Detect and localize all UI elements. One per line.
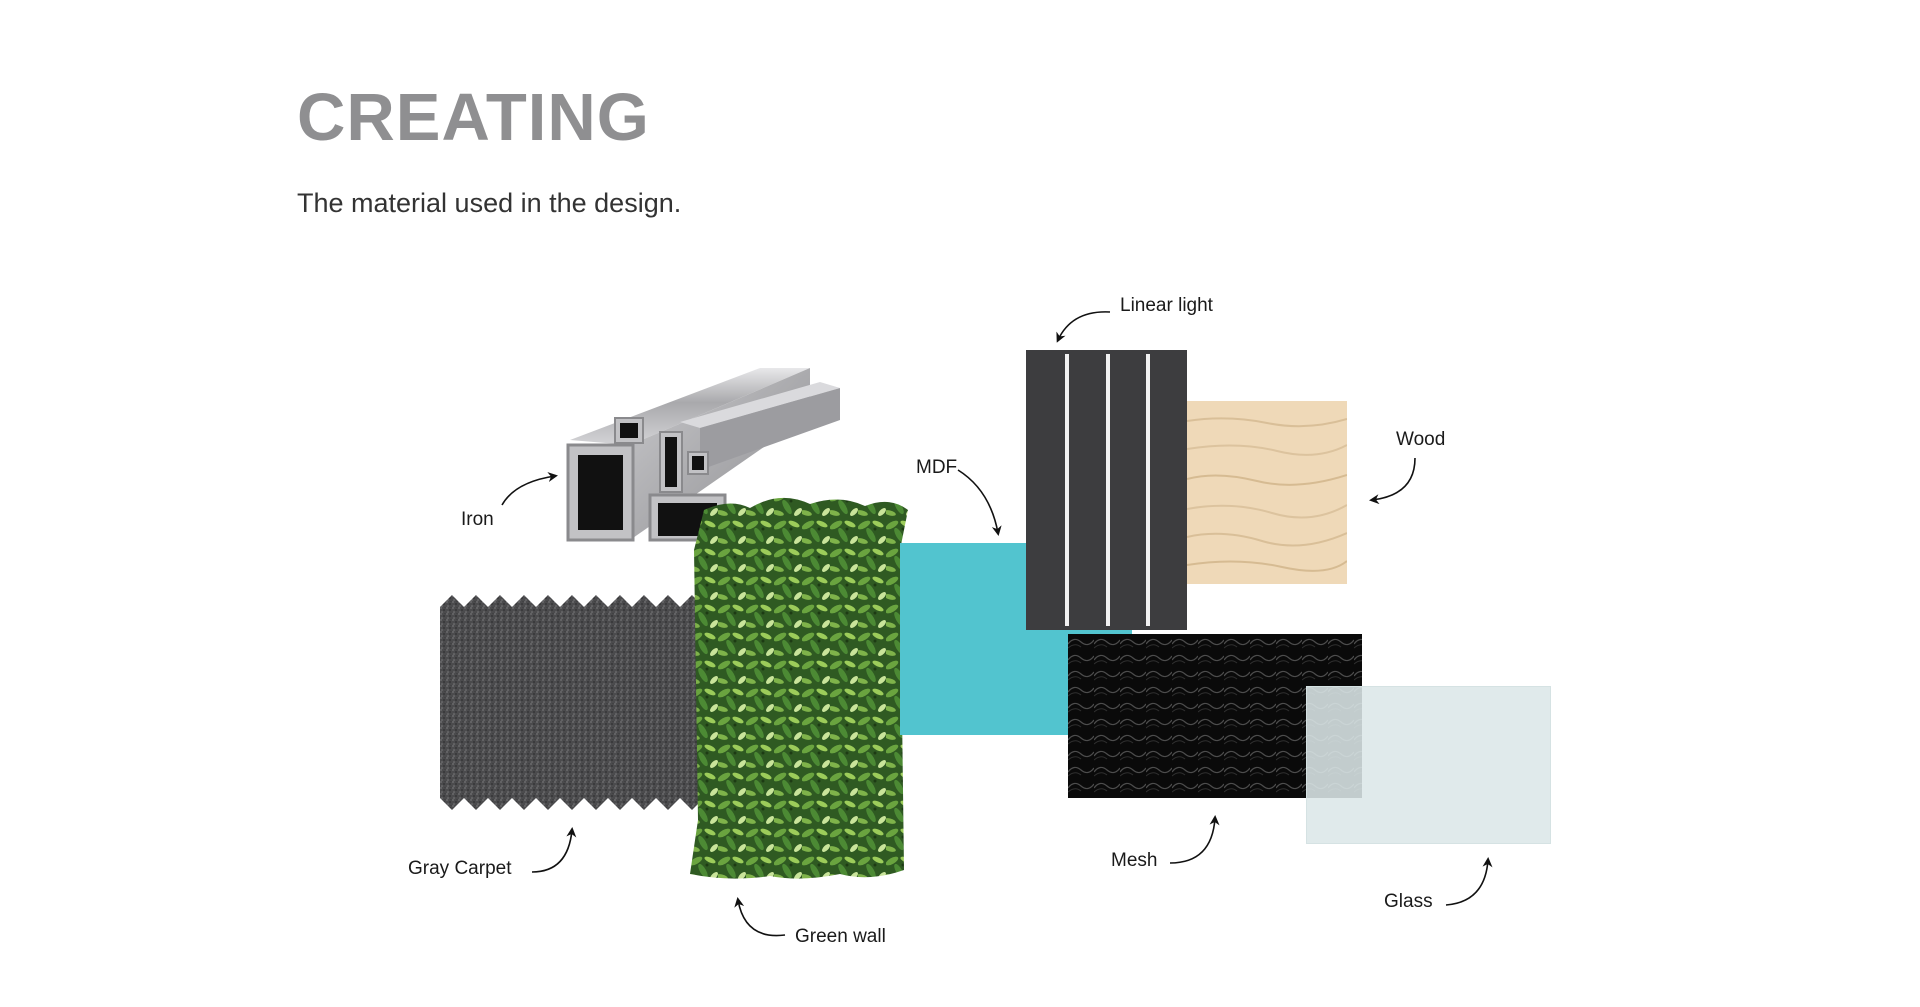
- glass-swatch: [1306, 686, 1551, 844]
- page-title: CREATING: [297, 80, 650, 155]
- linear-light-swatch: [1026, 350, 1187, 630]
- green-wall-label: Green wall: [795, 926, 886, 947]
- green-wall-swatch: [690, 497, 908, 879]
- green-wall-arrow: [734, 897, 786, 937]
- iron-label: Iron: [461, 509, 494, 530]
- glass-arrow: [1445, 857, 1493, 906]
- wood-label: Wood: [1396, 429, 1446, 450]
- iron-tubes-swatch: [566, 368, 840, 542]
- gray-carpet-arrow: [531, 827, 577, 873]
- mdf-label: MDF: [916, 457, 958, 478]
- wood-arrow: [1369, 457, 1416, 505]
- gray-carpet-label: Gray Carpet: [408, 858, 512, 879]
- iron-arrow: [501, 472, 558, 506]
- page-subtitle: The material used in the design.: [297, 188, 682, 218]
- mesh-arrow: [1169, 815, 1220, 864]
- linear-light-label: Linear light: [1120, 295, 1213, 316]
- mdf-arrow: [957, 469, 1002, 536]
- wood-swatch: [1187, 401, 1347, 584]
- glass-label: Glass: [1384, 891, 1433, 912]
- mesh-label: Mesh: [1111, 850, 1158, 871]
- linear-light-arrow: [1056, 311, 1111, 343]
- gray-carpet-swatch: [440, 595, 702, 810]
